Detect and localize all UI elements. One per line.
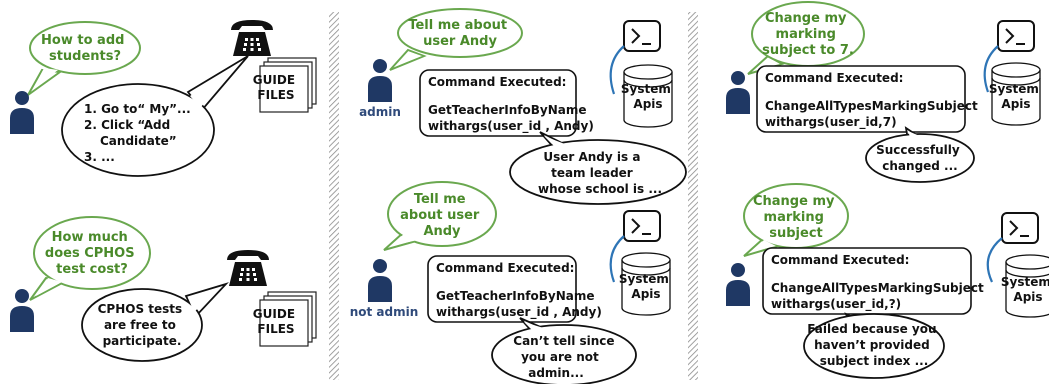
user-question: How much does CPHOS test cost? bbox=[45, 230, 139, 277]
person-icon bbox=[726, 71, 750, 114]
question-bubble bbox=[29, 21, 141, 75]
panel1-top: How to add students? GUIDE FILES 1. Go t… bbox=[10, 20, 317, 177]
panel3-top: Change my marking subject to 7. Command … bbox=[726, 1, 1043, 183]
user-question: Tell me about user Andy bbox=[408, 18, 511, 49]
user-question: Tell me about user Andy bbox=[400, 192, 484, 239]
command-text: Command Executed: GetTeacherInfoByName w… bbox=[428, 75, 594, 134]
question-bubble bbox=[33, 216, 151, 290]
panel2-bottom: Tell me about user Andy not admin Comman… bbox=[350, 181, 673, 384]
role-label: admin bbox=[359, 105, 401, 119]
answer-bubble bbox=[81, 288, 203, 362]
terminal-icon bbox=[997, 20, 1035, 52]
apis-connector bbox=[983, 45, 999, 93]
panel1-bottom: How much does CPHOS test cost? GUIDE FIL… bbox=[10, 216, 317, 362]
answer-bubble bbox=[803, 313, 945, 379]
command-text: Command Executed: ChangeAllTypesMarkingS… bbox=[765, 71, 982, 130]
person-icon bbox=[10, 289, 34, 332]
panel3-bottom: Change my marking subject Command Execut… bbox=[726, 183, 1049, 379]
question-bubble bbox=[387, 181, 497, 247]
answer-bubble bbox=[491, 324, 637, 384]
panel-divider-right bbox=[688, 12, 698, 380]
command-box bbox=[756, 65, 966, 133]
terminal-icon bbox=[623, 210, 661, 242]
apis-label: System Apis bbox=[621, 82, 675, 111]
answer-text: Failed because you haven’t provided subj… bbox=[807, 322, 940, 368]
person-icon bbox=[368, 59, 392, 102]
apis-label: System Apis bbox=[619, 272, 673, 301]
command-box bbox=[419, 69, 577, 137]
phone-icon bbox=[227, 250, 269, 286]
answer-text: Successfully changed ... bbox=[876, 143, 964, 173]
user-question: Change my marking subject bbox=[753, 194, 839, 241]
panel-divider-left bbox=[329, 12, 339, 380]
apis-connector bbox=[609, 45, 625, 95]
question-bubble bbox=[397, 8, 523, 58]
command-text: Command Executed: ChangeAllTypesMarkingS… bbox=[771, 253, 988, 312]
person-icon bbox=[10, 91, 34, 134]
answer-text: User Andy is a team leader whose school … bbox=[538, 150, 662, 196]
phone-icon bbox=[231, 20, 273, 56]
command-box bbox=[427, 255, 577, 323]
answer-text: 1. Go to“ My”... 2. Click “Add Candidate… bbox=[84, 102, 195, 164]
guide-files-label: GUIDE FILES bbox=[253, 307, 299, 336]
answer-bubble bbox=[61, 83, 215, 177]
answer-text: Can’t tell since you are not admin... bbox=[513, 334, 618, 380]
terminal-icon bbox=[623, 20, 661, 52]
answer-text: CPHOS tests are free to participate. bbox=[98, 302, 187, 348]
person-icon bbox=[726, 263, 750, 306]
user-question: Change my marking subject to 7. bbox=[762, 11, 854, 58]
answer-bubble bbox=[865, 133, 975, 183]
guide-files-label: GUIDE FILES bbox=[253, 73, 299, 102]
answer-bubble bbox=[509, 139, 687, 205]
apis-connector bbox=[609, 235, 625, 283]
panel2-top: Tell me about user Andy admin Command Ex… bbox=[359, 8, 687, 205]
database-icon bbox=[623, 64, 673, 128]
terminal-icon bbox=[1001, 212, 1039, 244]
command-text: Command Executed: GetTeacherInfoByName w… bbox=[436, 261, 602, 320]
apis-label: System Apis bbox=[1001, 275, 1049, 304]
person-icon bbox=[368, 259, 392, 302]
apis-label: System Apis bbox=[989, 82, 1043, 111]
apis-connector bbox=[986, 237, 1003, 283]
role-label: not admin bbox=[350, 305, 419, 319]
user-question: How to add students? bbox=[41, 33, 129, 64]
